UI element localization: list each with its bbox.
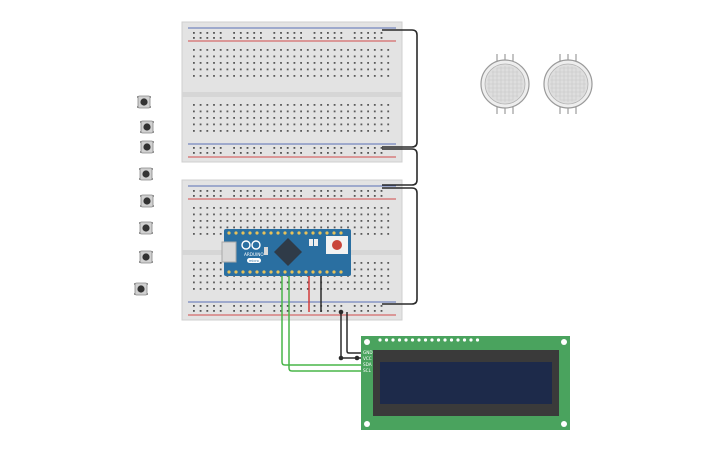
lcd-pin-label-sda: SDA	[363, 362, 372, 367]
push-button-icon[interactable]	[140, 194, 154, 208]
gas-sensor-icon[interactable]	[480, 54, 530, 114]
arduino-logo-icon	[241, 240, 261, 250]
arduino-model-text: micro	[249, 259, 259, 263]
push-button-icon[interactable]	[139, 250, 153, 264]
lcd-pin-label-scl: SCL	[363, 368, 372, 373]
wire-joint	[338, 355, 344, 361]
lcd-screen	[380, 362, 552, 404]
breadboard-holes	[193, 32, 390, 154]
push-button-icon[interactable]	[137, 95, 151, 109]
signal-wires[interactable]	[281, 276, 363, 372]
lcd-pin-label-gnd: GND	[363, 350, 373, 355]
lcd-pin-label-vcc: VCC	[363, 356, 372, 361]
push-button-icon[interactable]	[140, 140, 154, 154]
arduino-pins	[227, 231, 343, 274]
breadboard-top[interactable]	[181, 21, 403, 163]
reset-button[interactable]	[332, 240, 342, 250]
rail-wires[interactable]	[382, 29, 418, 305]
microcontroller-chip	[274, 238, 302, 266]
arduino-micro[interactable]: ARDUINO micro	[221, 229, 351, 276]
lcd-header-pins	[378, 338, 480, 342]
push-button-icon[interactable]	[139, 221, 153, 235]
push-button-icon[interactable]	[139, 167, 153, 181]
push-button-icon[interactable]	[140, 120, 154, 134]
push-buttons	[134, 95, 154, 296]
gas-sensor-icon[interactable]	[543, 54, 593, 114]
push-button-icon[interactable]	[134, 282, 148, 296]
wire-joint	[354, 355, 360, 361]
wire-joint	[338, 309, 344, 315]
arduino-logo-text: ARDUINO	[244, 252, 264, 257]
gas-sensors	[480, 54, 593, 114]
